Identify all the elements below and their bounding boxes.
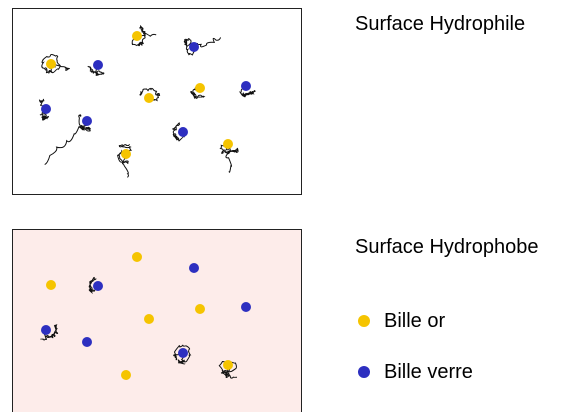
hydrophobe-surface-panel [12, 229, 302, 412]
gold-bead [46, 280, 56, 290]
hydrophile-trajectories [38, 24, 256, 178]
bead-trajectory [139, 87, 161, 103]
hydrophobe-title: Surface Hydrophobe [355, 236, 539, 258]
bead-trajectory [131, 24, 146, 47]
bead-trajectory [238, 85, 256, 98]
gold-bead [132, 252, 142, 262]
gold-bead [121, 149, 131, 159]
glass-bead [93, 60, 103, 70]
legend-label-gold: Bille or [384, 309, 446, 332]
hydrophile-title: Surface Hydrophile [355, 13, 526, 35]
gold-bead [195, 83, 205, 93]
gold-bead [144, 314, 154, 324]
gold-bead [132, 31, 142, 41]
gold-bead [223, 360, 233, 370]
gold-bead [144, 93, 154, 103]
glass-bead [41, 325, 51, 335]
bead-trajectory [41, 54, 61, 74]
legend-item-glass: Bille verre [358, 360, 473, 384]
bead-trajectory [87, 64, 105, 76]
bead-trajectory [172, 122, 185, 142]
bead-trajectory [40, 324, 59, 341]
bead-trajectory-tail [44, 120, 89, 166]
bead-trajectory [173, 344, 192, 365]
bead-trajectory [39, 108, 50, 121]
glass-bead [189, 42, 199, 52]
gold-bead-icon [358, 315, 370, 327]
gold-bead [46, 59, 56, 69]
legend-item-gold: Bille or [358, 309, 445, 333]
bead-trajectory [88, 276, 99, 295]
bead-trajectory [183, 38, 197, 56]
hydrophobe-trajectories [40, 252, 251, 380]
legend-label-glass: Bille verre [384, 360, 473, 383]
glass-bead-icon [358, 366, 370, 378]
glass-bead [82, 116, 92, 126]
glass-bead [178, 127, 188, 137]
bead-trajectory [190, 86, 206, 100]
glass-bead [93, 281, 103, 291]
glass-bead [241, 81, 251, 91]
gold-bead [223, 139, 233, 149]
gold-bead [195, 304, 205, 314]
glass-bead [241, 302, 251, 312]
glass-bead [41, 104, 51, 114]
glass-bead [82, 337, 92, 347]
glass-bead [189, 263, 199, 273]
hydrophile-surface-panel [12, 8, 302, 195]
glass-bead [178, 348, 188, 358]
gold-bead [121, 370, 131, 380]
